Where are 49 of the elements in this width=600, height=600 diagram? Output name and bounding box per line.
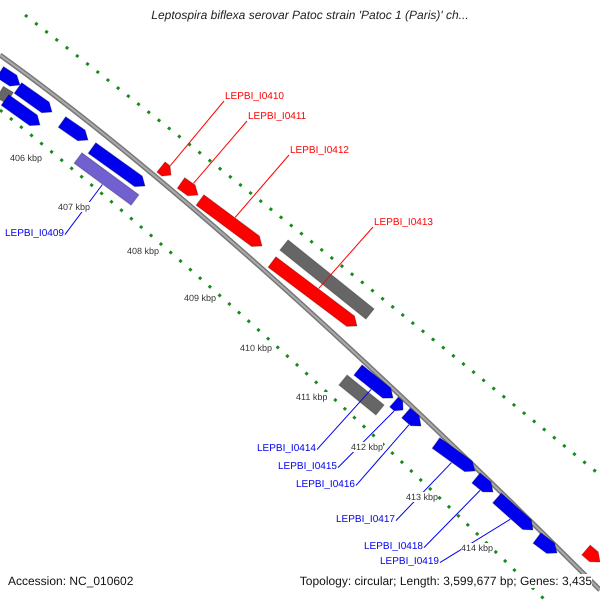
gene-block — [156, 161, 172, 177]
gene-block — [267, 256, 358, 327]
scale-label: 414 kbp — [461, 543, 494, 553]
leader-line — [355, 424, 410, 486]
scale-label: 412 kbp — [351, 442, 384, 452]
footer-text: Topology: circular; Length: 3,599,677 bp; Genes: 3,435 — [300, 574, 592, 588]
gene-block — [195, 194, 263, 247]
gene-block — [58, 116, 89, 142]
gene-block — [581, 544, 600, 563]
gene-label: LEPBI_I0417 — [336, 514, 395, 525]
gene-label: LEPBI_I0410 — [225, 91, 284, 102]
gene-label: LEPBI_I0415 — [278, 461, 337, 472]
gene-block — [471, 472, 494, 492]
leader-line — [318, 226, 374, 289]
scale-label: 406 kbp — [10, 153, 42, 163]
gene-block — [338, 374, 385, 416]
gene-label: LEPBI_I0419 — [380, 556, 439, 567]
gene-block — [88, 142, 146, 188]
scale-label: 410 kbp — [240, 343, 272, 353]
gene-label: LEPBI_I0414 — [257, 443, 316, 454]
gene-label: LEPBI_I0412 — [290, 145, 349, 156]
gene-label: LEPBI_I0413 — [374, 217, 433, 228]
gene-label: LEPBI_I0418 — [364, 541, 423, 552]
gene-block — [432, 437, 476, 472]
leader-line — [234, 154, 290, 218]
gene-block — [532, 532, 558, 554]
gene-block — [492, 492, 534, 531]
gene-block — [353, 364, 394, 399]
scale-label: 408 kbp — [127, 246, 160, 256]
gene-block — [176, 177, 199, 196]
leader-line — [193, 120, 248, 184]
leader-line — [316, 388, 372, 450]
scale-label: 411 kbp — [296, 392, 328, 402]
footer-text: Accession: NC_010602 — [8, 574, 134, 588]
gene-block — [14, 82, 53, 114]
gene-block — [279, 239, 375, 320]
gene-label: LEPBI_I0411 — [248, 111, 306, 122]
gene-block — [0, 66, 21, 87]
scale-label: 409 kbp — [184, 293, 216, 303]
gene-block — [389, 396, 404, 412]
gene-label: LEPBI_I0416 — [296, 479, 355, 490]
gene-block — [0, 94, 41, 126]
title: Leptospira biflexa serovar Patoc strain 'Patoc 1 (Paris)' ch... — [151, 8, 469, 22]
gene-block — [401, 407, 422, 427]
scale-label: 413 kbp — [406, 492, 438, 502]
leader-line — [423, 490, 481, 548]
scale-label: 407 kbp — [58, 202, 90, 212]
gene-label: LEPBI_I0409 — [5, 228, 64, 239]
leader-line — [170, 100, 224, 166]
